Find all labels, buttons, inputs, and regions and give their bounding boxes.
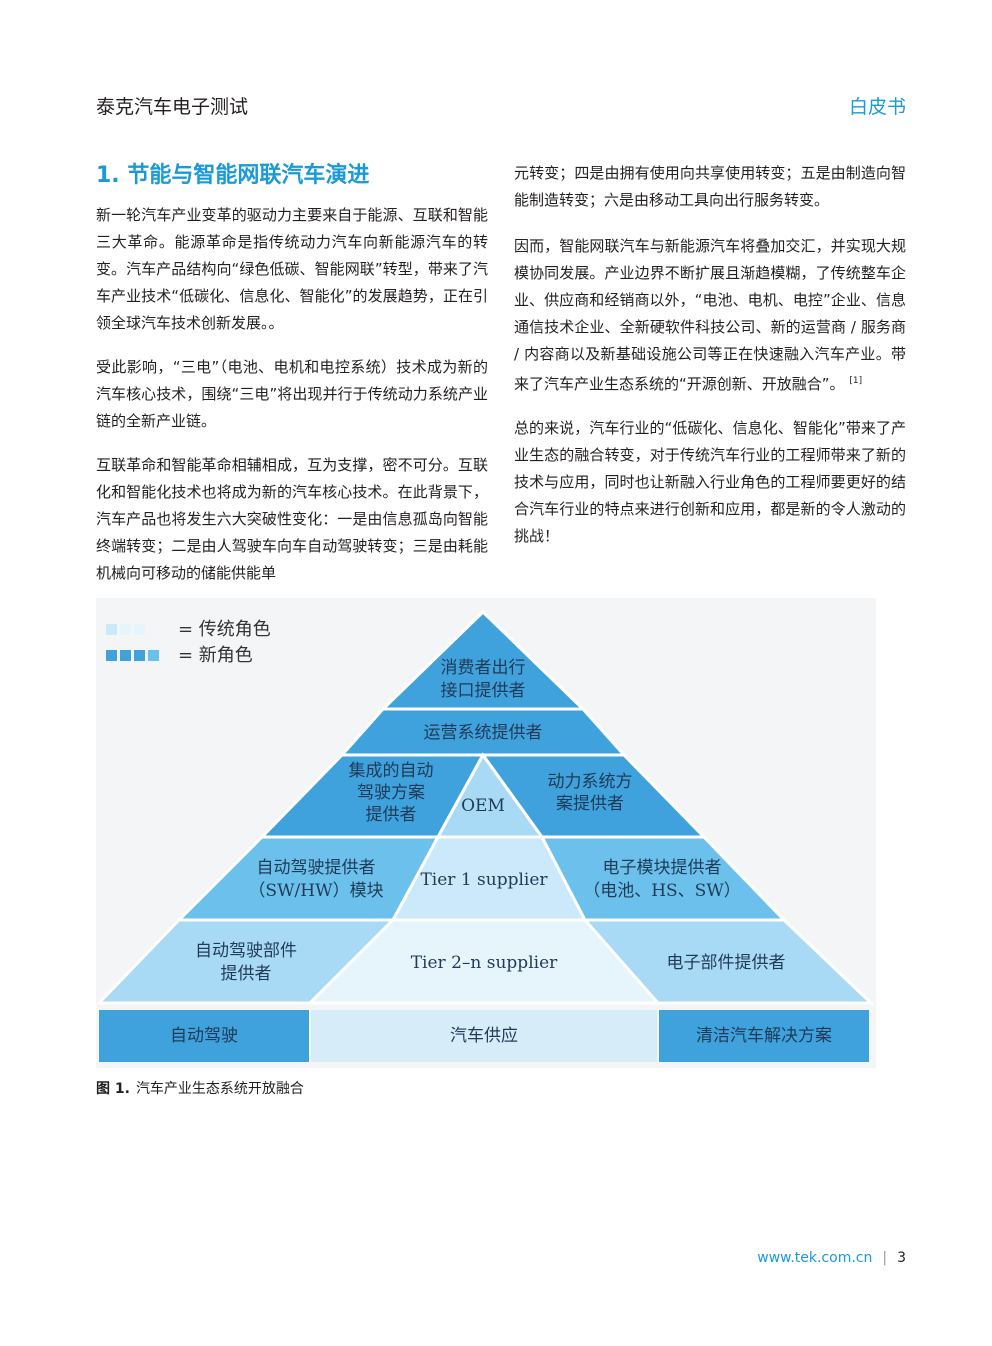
label-powertrain: 动力系统方 <box>548 772 633 792</box>
legend-new: = 新角色 <box>178 645 253 666</box>
label-ad-module: 自动驾驶提供者 <box>257 858 376 878</box>
paragraph: 新一轮汽车产业变革的驱动力主要来自于能源、互联和智能三大革命。能源革命是指传统动… <box>96 206 488 332</box>
legend-traditional: = 传统角色 <box>178 619 271 640</box>
paragraph: 互联革命和智能革命相辅相成，互为支撑，密不可分。互联化和智能化技术也将成为新的汽… <box>96 456 488 582</box>
label-ad-module: （SW/HW）模块 <box>248 881 383 901</box>
label-consumer-interface: 消费者出行 <box>441 658 526 678</box>
label-powertrain: 案提供者 <box>556 794 624 814</box>
legend-swatch-new <box>148 650 159 661</box>
ecosystem-pyramid-figure: = 传统角色 = 新角色 消费者出行 接口提供者 运营系统提供者 集成的自动 驾… <box>96 598 876 1068</box>
label-ad-integrator: 驾驶方案 <box>357 783 425 803</box>
label-tier1: Tier 1 supplier <box>420 870 548 890</box>
label-base-supply: 汽车供应 <box>450 1026 518 1046</box>
base-supply <box>311 1010 657 1062</box>
label-oem: OEM <box>461 796 505 816</box>
legend-swatch-new <box>134 650 145 661</box>
header-title: 泰克汽车电子测试 <box>96 96 249 118</box>
paragraph: 因而，智能网联汽车与新能源汽车将叠加交汇，并实现大规模协同发展。产业边界不断扩展… <box>514 233 906 398</box>
paragraph: 元转变；四是由拥有使用向共享使用转变；五是由制造向智能制造转变；六是由移动工具向… <box>514 164 906 209</box>
paragraph: 总的来说，汽车行业的“低碳化、信息化、智能化”带来了产业生态的融合转变，对于传统… <box>514 419 906 545</box>
label-base-autonomous: 自动驾驶 <box>170 1026 238 1046</box>
right-column: 元转变；四是由拥有使用向共享使用转变；五是由制造向智能制造转变；六是由移动工具向… <box>514 160 906 567</box>
legend-swatch-new <box>120 650 131 661</box>
page-number: 3 <box>897 1250 906 1266</box>
footer-url[interactable]: www.tek.com.cn <box>757 1250 873 1266</box>
caption-label: 图 1. <box>96 1081 130 1097</box>
header-doc-type: 白皮书 <box>848 96 906 118</box>
section-title: 1. 节能与智能网联汽车演进 <box>96 163 370 188</box>
label-ad-integrator: 集成的自动 <box>349 761 434 781</box>
label-emodule: 电子模块提供者 <box>603 858 722 878</box>
label-ad-parts: 自动驾驶部件 <box>195 941 297 961</box>
base-clean-vehicle <box>659 1010 869 1062</box>
caption-text: 汽车产业生态系统开放融合 <box>135 1081 304 1097</box>
paragraph: 受此影响，“三电”（电池、电机和电控系统）技术成为新的汽车核心技术，围绕“三电”… <box>96 358 488 430</box>
left-column: 1. 节能与智能网联汽车演进 新一轮汽车产业变革的驱动力主要来自于能源、互联和智… <box>96 160 488 604</box>
figure-caption: 图 1. 汽车产业生态系统开放融合 <box>96 1078 304 1098</box>
tier-eparts <box>581 918 875 1005</box>
legend-swatch-new <box>106 650 117 661</box>
label-ad-parts: 提供者 <box>221 964 272 984</box>
label-emodule: （电池、HS、SW） <box>583 881 741 901</box>
page-footer: www.tek.com.cn | 3 <box>757 1250 906 1266</box>
pyramid-diagram: = 传统角色 = 新角色 消费者出行 接口提供者 运营系统提供者 集成的自动 驾… <box>96 598 876 1068</box>
footer-separator: | <box>882 1250 888 1266</box>
legend-swatch-traditional <box>120 624 131 635</box>
label-tier2: Tier 2–n supplier <box>411 953 558 973</box>
label-eparts: 电子部件提供者 <box>667 953 786 973</box>
legend: = 传统角色 = 新角色 <box>106 619 271 666</box>
legend-swatch-traditional <box>134 624 145 635</box>
citation-mark: [1] <box>849 376 863 386</box>
paragraph-text: 因而，智能网联汽车与新能源汽车将叠加交汇，并实现大规模协同发展。产业边界不断扩展… <box>514 237 906 393</box>
label-consumer-interface: 接口提供者 <box>441 681 526 701</box>
label-operator: 运营系统提供者 <box>424 723 543 743</box>
label-base-clean-vehicle: 清洁汽车解决方案 <box>696 1026 832 1046</box>
legend-swatch-traditional <box>106 624 117 635</box>
label-ad-integrator: 提供者 <box>366 805 417 825</box>
base-autonomous <box>99 1010 309 1062</box>
